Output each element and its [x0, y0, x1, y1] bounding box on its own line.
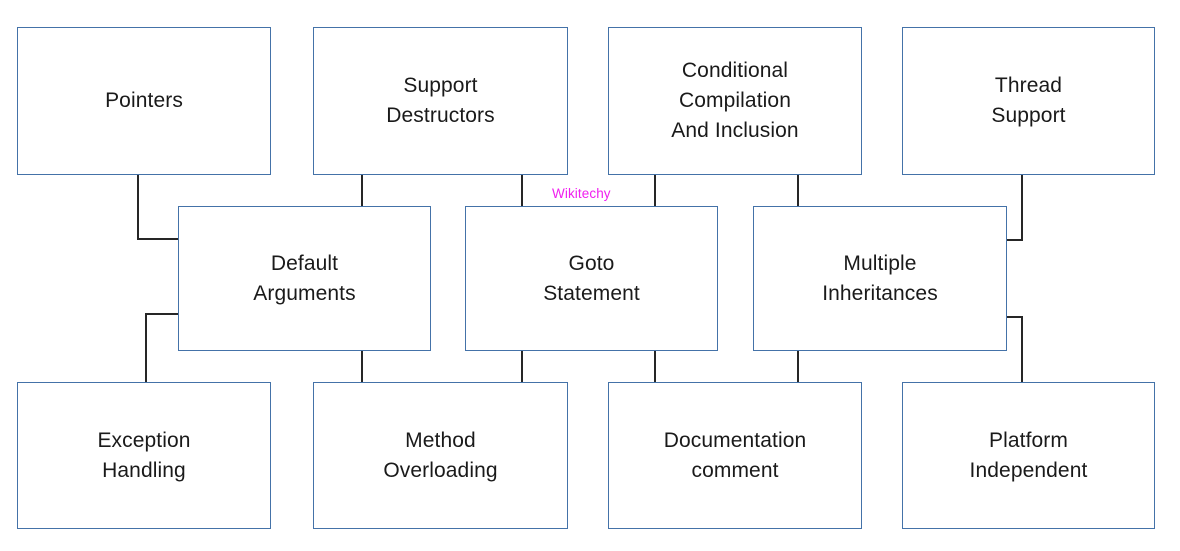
connector-segment [1007, 316, 1023, 318]
connector-segment [654, 175, 656, 207]
node-platform-independent[interactable]: Platform Independent [902, 382, 1155, 529]
node-label-exception-handling: Exception Handling [97, 428, 191, 482]
node-method-overloading[interactable]: Method Overloading [313, 382, 568, 529]
node-goto-statement[interactable]: Goto Statement [465, 206, 718, 351]
connector-segment [137, 175, 139, 240]
node-label-platform-independent: Platform Independent [969, 428, 1088, 482]
connector-segment [797, 350, 799, 383]
node-conditional-compilation[interactable]: Conditional Compilation And Inclusion [608, 27, 862, 175]
node-label-goto-statement: Goto Statement [543, 251, 640, 305]
connector-segment [145, 313, 180, 315]
connector-segment [137, 238, 179, 240]
connector-segment [521, 175, 523, 207]
connector-segment [1021, 175, 1023, 241]
node-label-support-destructors: Support Destructors [386, 74, 495, 127]
node-label-conditional-compilation: Conditional Compilation And Inclusion [671, 59, 799, 142]
node-pointers[interactable]: Pointers [17, 27, 271, 175]
node-label-default-arguments: Default Arguments [253, 251, 356, 305]
node-multiple-inheritances[interactable]: Multiple Inheritances [753, 206, 1007, 351]
node-exception-handling[interactable]: Exception Handling [17, 382, 271, 529]
node-default-arguments[interactable]: Default Arguments [178, 206, 431, 351]
connector-segment [361, 350, 363, 383]
connector-segment [1007, 239, 1023, 241]
connector-segment [1021, 316, 1023, 383]
connector-segment [361, 175, 363, 207]
connector-segment [145, 313, 147, 383]
connector-segment [654, 350, 656, 383]
node-documentation-comment[interactable]: Documentation comment [608, 382, 862, 529]
node-label-documentation-comment: Documentation comment [663, 428, 807, 482]
watermark-label: Wikitechy [552, 186, 611, 201]
node-label-thread-support: Thread Support [991, 74, 1066, 127]
node-label-method-overloading: Method Overloading [383, 428, 498, 482]
connector-segment [797, 175, 799, 207]
node-support-destructors[interactable]: Support Destructors [313, 27, 568, 175]
node-thread-support[interactable]: Thread Support [902, 27, 1155, 175]
node-label-pointers: Pointers [105, 89, 183, 113]
connector-segment [521, 350, 523, 383]
node-label-multiple-inheritances: Multiple Inheritances [822, 251, 938, 305]
